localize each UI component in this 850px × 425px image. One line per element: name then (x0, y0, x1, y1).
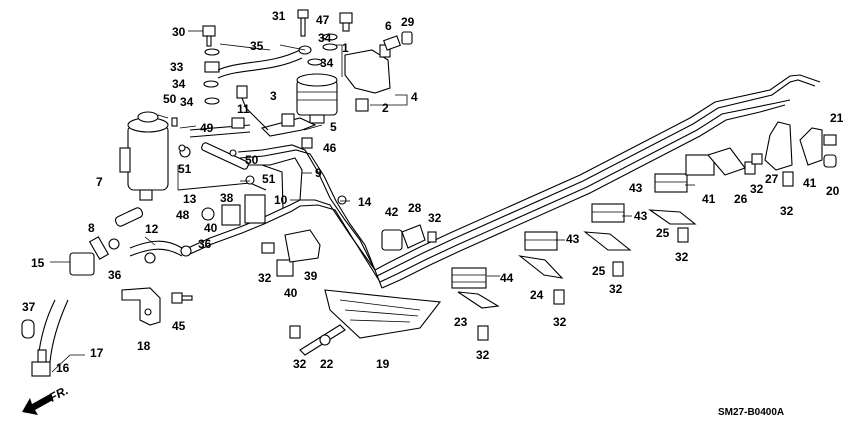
callout-31: 31 (272, 9, 286, 23)
callout-32-25b: 32 (675, 250, 689, 264)
callout-18: 18 (137, 339, 151, 353)
callout-32-22: 32 (293, 357, 307, 371)
callout-29: 29 (401, 15, 415, 29)
callout-numbers: 30 31 47 6 29 35 34 1 33 34 34 34 3 4 2 … (22, 9, 844, 375)
callout-22: 22 (320, 357, 334, 371)
callout-32-25a: 32 (609, 282, 623, 296)
callout-46: 46 (323, 141, 337, 155)
callout-34-left: 34 (172, 77, 186, 91)
callout-32-27: 32 (780, 204, 794, 218)
callout-20: 20 (826, 184, 840, 198)
callout-15: 15 (31, 256, 45, 270)
callout-23: 23 (454, 315, 468, 329)
callout-38: 38 (220, 191, 234, 205)
callout-41-left: 41 (702, 192, 716, 206)
callout-6: 6 (385, 19, 392, 33)
callout-44: 44 (500, 271, 514, 285)
callout-26: 26 (734, 192, 748, 206)
callout-8: 8 (88, 221, 95, 235)
callout-36-right: 36 (198, 237, 212, 251)
callout-12: 12 (145, 222, 159, 236)
callout-11: 11 (237, 102, 250, 116)
callout-43-a: 43 (566, 232, 580, 246)
callout-48: 48 (176, 208, 190, 222)
right-parts (524, 121, 837, 277)
callout-3: 3 (270, 89, 277, 103)
callout-37: 37 (22, 300, 36, 314)
callout-50-mid: 50 (245, 153, 259, 167)
callout-33: 33 (170, 60, 184, 74)
callout-50-top: 50 (163, 92, 177, 106)
callout-5: 5 (330, 120, 337, 134)
callout-49: 49 (200, 121, 214, 135)
callout-1: 1 (342, 41, 349, 55)
arrow-icon (22, 394, 53, 415)
callout-36-left: 36 (108, 268, 122, 282)
callout-25-a: 25 (592, 264, 606, 278)
fuel-pipe-bundle (187, 74, 821, 289)
callout-32-26: 32 (750, 182, 764, 196)
callout-34-low: 34 (180, 95, 194, 109)
callout-32-24: 32 (553, 315, 567, 329)
callout-16: 16 (56, 361, 70, 375)
callout-14: 14 (358, 195, 372, 209)
fuel-filter-group (202, 9, 413, 149)
callout-47: 47 (316, 13, 330, 27)
leader-lines (50, 30, 695, 373)
callout-39: 39 (304, 269, 318, 283)
callout-27: 27 (765, 172, 779, 186)
hose-8 (114, 207, 144, 227)
callout-19: 19 (376, 357, 390, 371)
callout-34-right: 34 (320, 56, 334, 70)
callout-21: 21 (830, 111, 844, 125)
diagram-code: SM27-B0400A (718, 407, 784, 418)
callout-32-c: 32 (428, 211, 442, 225)
callout-13: 13 (183, 192, 197, 206)
callout-43-c: 43 (629, 181, 643, 195)
callout-10: 10 (274, 193, 288, 207)
callout-32-lw: 32 (258, 271, 272, 285)
callout-51-left: 51 (178, 162, 192, 176)
callout-41-right: 41 (803, 176, 817, 190)
callout-35: 35 (250, 39, 264, 53)
callout-25-b: 25 (656, 226, 670, 240)
callout-4: 4 (411, 90, 418, 104)
front-direction-arrow: FR. (22, 383, 70, 415)
callout-32-23: 32 (476, 348, 490, 362)
canister-hoses (171, 117, 267, 191)
callout-24: 24 (530, 288, 544, 302)
front-left-parts (21, 194, 321, 377)
callout-40-left: 40 (204, 221, 218, 235)
callout-34-top: 34 (318, 31, 332, 45)
callout-7: 7 (96, 175, 103, 189)
callout-42: 42 (385, 205, 399, 219)
callout-51-right: 51 (262, 172, 276, 186)
lower-center-parts (289, 195, 565, 356)
callout-17: 17 (90, 346, 104, 360)
callout-40-mid: 40 (284, 286, 298, 300)
callout-2: 2 (382, 101, 389, 115)
callout-43-b: 43 (634, 209, 648, 223)
callout-45: 45 (172, 319, 186, 333)
callout-30: 30 (172, 25, 186, 39)
callout-28: 28 (408, 201, 422, 215)
charcoal-canister (119, 111, 169, 201)
callout-9: 9 (315, 166, 322, 180)
